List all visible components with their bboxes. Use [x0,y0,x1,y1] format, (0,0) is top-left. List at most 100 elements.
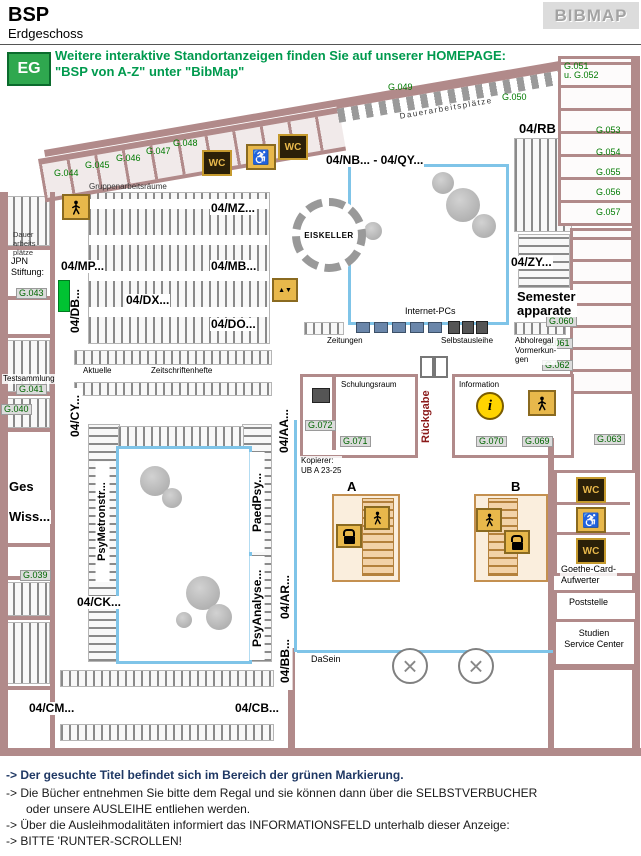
place-label-information: Information [458,380,501,390]
place-label-paedpsy: PaedPsy... [250,452,265,552]
wheelchair-icon: ♿ [246,144,276,170]
page-subtitle: Erdgeschoss [8,26,84,41]
shelf-block [4,622,50,684]
area-label-cy: 04/CY... [68,388,83,444]
wall-segment [0,543,55,547]
elevator-icon: ▲▼ [272,278,298,302]
floor-badge: EG [7,52,51,86]
wall-segment [332,376,336,450]
place-label-jpn-stiftung: JPN Stiftung: [10,256,46,278]
glass-wall [297,650,553,653]
room-label-g039: G.039 [20,570,51,582]
place-label-dauer-left: Dauer arbeits plätze [13,230,36,257]
wall-segment [50,192,55,748]
room-label-g070: G.070 [476,436,507,448]
eiskeller-circle: EISKELLER [292,198,366,272]
shelf-block [4,582,50,616]
shelf-block [118,426,244,448]
place-label-internet-pcs: Internet-PCs [404,306,457,317]
notice-line-2: "BSP von A-Z" unter "BibMap" [55,64,245,79]
wall-segment [548,664,634,669]
area-label-cm: 04/CM... [28,701,76,715]
room-label-g048: G.048 [173,138,198,148]
wall-segment [0,192,8,752]
place-label-schulungsraum: Schulungsraum [340,380,398,390]
lock-icon [336,524,362,548]
footer-line-4: -> Über die Ausleihmodalitäten informier… [6,818,510,832]
shelf-block [4,196,50,246]
pc-icon [392,322,406,333]
selfcheck-machine-icon [448,321,460,334]
stairs-a-label: A [346,479,358,494]
bibmap-logo-text: BIBMAP [554,5,628,25]
wc-icon: WC [278,134,308,160]
notice-line-1: Weitere interaktive Standortanzeigen fin… [55,48,507,63]
tree [472,214,496,238]
area-label-cb: 04/CB... [234,701,281,715]
place-label-testsammlung: Testsammlung [2,374,56,384]
newspaper-shelf [304,322,344,335]
bibmap-logo: BIBMAP [543,2,639,29]
right-rooms-mid [570,228,634,394]
room-label-g054: G.054 [596,147,621,157]
wall-segment [0,428,55,432]
place-label-rueckgabe: Rückgabe [420,390,432,444]
right-rooms-top [558,56,634,226]
pc-icon [428,322,442,333]
courtyard-bottom [116,446,252,664]
stairs-person-icon [62,194,90,220]
wc-icon: WC [576,538,606,564]
shelf-block [74,382,272,396]
entrance-door [420,356,434,378]
wheelchair-icon: ♿ [576,507,606,533]
place-label-dasein: DaSein [310,654,342,665]
place-label-psymetronstr: PsyMetronstr... [96,462,110,582]
footer-line-1: -> Der gesuchte Titel befindet sich im B… [6,768,404,782]
room-label-g051-52: G.051 u. G.052 [564,61,599,81]
area-label-ck: 04/CK... [76,595,123,609]
wc-icon: WC [202,150,232,176]
room-label-g071: G.071 [340,436,371,448]
area-label-ar: 04/AR... [278,566,293,628]
tree [162,488,182,508]
place-label-wiss: Wiss... [8,509,52,524]
room-label-g050: G.050 [502,92,527,102]
area-label-do: 04/DO... [210,317,257,331]
tree [446,188,480,222]
area-label-rb: 04/RB [518,121,557,136]
place-label-selbstausleihe: Selbstausleihe [440,336,495,346]
room-label-g072: G.072 [305,420,336,432]
pc-icon [410,322,424,333]
wall-segment [0,246,55,250]
area-label-mp: 04/MP... [60,259,106,273]
wall-segment [0,748,641,756]
place-label-aktuelle: Aktuelle [82,366,113,376]
revolving-door-icon: × [392,648,428,684]
shelf-block [60,670,274,687]
room-label-g063: G.063 [594,434,625,446]
wall-segment [0,334,55,338]
revolving-door-icon: × [458,648,494,684]
tree [176,612,192,628]
copier-icon [312,388,330,403]
courtyard-top [348,164,509,325]
area-label-aa: 04/AA... [277,404,292,458]
stairs-person-icon [364,506,390,530]
room-label-g069: G.069 [522,436,553,448]
lock-icon [504,530,530,554]
place-label-ges: Ges [8,479,35,494]
shelf-block [60,724,274,741]
stairs-b-label: B [510,479,522,494]
tree [206,604,232,630]
wall-segment [556,502,630,505]
place-label-kopierer: Kopierer: UB A 23-25 [300,456,343,476]
selfcheck-machine-icon [476,321,488,334]
room-label-g049: G.049 [388,82,413,92]
wc-icon: WC [576,477,606,503]
room-label-g056: G.056 [596,187,621,197]
green-marking [58,280,70,312]
information-desk-icon [528,390,556,416]
place-label-psyanalyse: PsyAnalyse... [250,556,265,660]
room-label-g043: G.043 [16,288,47,300]
